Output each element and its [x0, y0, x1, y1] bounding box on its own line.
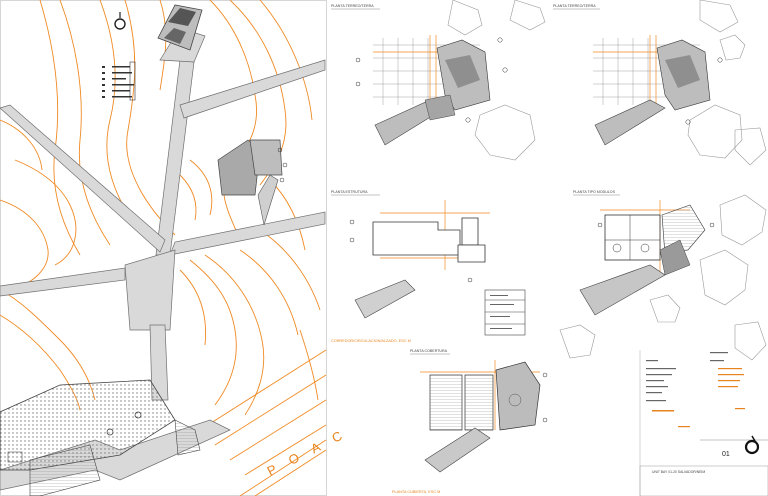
plan-panel-3: PLANTA ESTRUTURA	[331, 190, 526, 336]
plan-4-title: PLANTA TIPO MODULOS	[573, 190, 616, 194]
plan-3-title: PLANTA ESTRUTURA	[331, 190, 368, 194]
hexagon-decorations	[447, 0, 767, 361]
title-block: 01 UNIT BAY 01-20 SALVADOR/NEIM	[639, 350, 768, 496]
site-legend	[102, 61, 136, 101]
svg-text:PLANTA CUBIERTA, ESC M: PLANTA CUBIERTA, ESC M	[392, 490, 440, 494]
middle-building	[217, 139, 288, 226]
top-building	[157, 4, 203, 51]
logo-icon	[744, 435, 760, 455]
plan-2-title: PLANTA TERREO/TERRA	[553, 4, 596, 8]
plan-panel-4: PLANTA TIPO MODULOS	[573, 190, 715, 316]
plan-6-label: PLANTA CUBIERTA, ESC M	[392, 490, 440, 494]
site-plan: P O A C	[0, 0, 350, 496]
north-arrow-icon	[114, 12, 126, 30]
right-sheet: PLANTA TERREO/TERRA	[331, 0, 768, 496]
title-block-footer: UNIT BAY 01-20 SALVADOR/NEIM	[652, 470, 705, 474]
plan-panel-5: PLANTA COBERTURA	[410, 349, 548, 473]
svg-text:CORREDOR/CIRCULACION/ALZADO, E: CORREDOR/CIRCULACION/ALZADO, ESC M	[331, 339, 411, 343]
sheet-number: 01	[722, 451, 730, 458]
elevation-label: CORREDOR/CIRCULACION/ALZADO, ESC M	[331, 339, 411, 343]
plan-panel-2: PLANTA TERREO/TERRA	[553, 4, 723, 146]
plan-1-title: PLANTA TERREO/TERRA	[331, 4, 374, 8]
plaza	[0, 379, 201, 496]
plan-5-title: PLANTA COBERTURA	[410, 349, 448, 353]
plan-panel-1: PLANTA TERREO/TERRA	[331, 4, 508, 146]
